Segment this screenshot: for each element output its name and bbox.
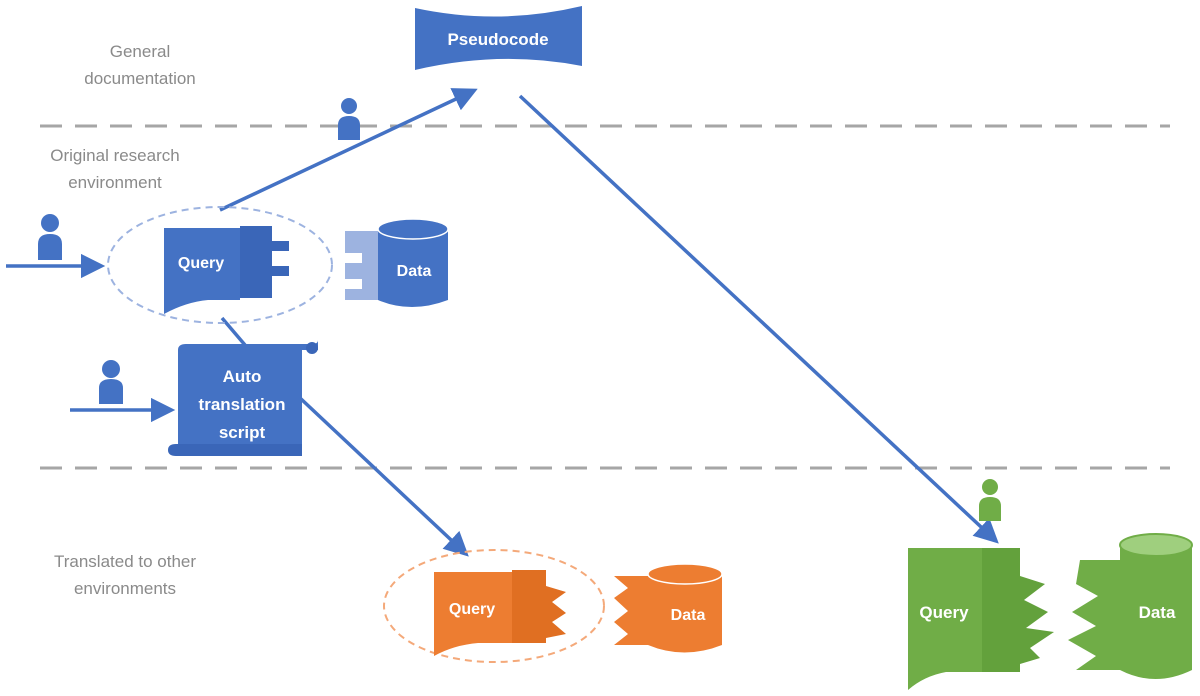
zone-label-general-documentation: General documentation (84, 42, 196, 88)
arrow-query-to-pseudocode (219, 88, 478, 212)
data-green-node: Data (1068, 533, 1193, 679)
auto-translation-label-line-1: Auto (223, 367, 262, 386)
data-orange-node: Data (614, 563, 723, 653)
user-icon-green (979, 479, 1001, 521)
query-green-label: Query (919, 603, 969, 622)
orange-query-highlight-ellipse (383, 549, 605, 663)
auto-translation-label-line-3: script (219, 423, 266, 442)
arrow-pseudocode-to-green-query (518, 94, 999, 544)
user-icon-query (38, 214, 62, 260)
auto-translation-label-line-2: translation (199, 395, 286, 414)
query-original-label: Query (178, 255, 224, 272)
pseudocode-node: Pseudocode (415, 6, 582, 70)
arrow-script-to-orange-query (298, 396, 469, 557)
zone-label-other-environments: Translated to other environments (53, 552, 197, 598)
data-orange-label: Data (671, 607, 706, 624)
auto-translation-script-node: Auto translation script (168, 340, 318, 456)
query-orange-label: Query (449, 601, 495, 618)
data-original-node: Data (345, 218, 449, 307)
data-green-label: Data (1139, 603, 1176, 622)
query-green-node: Query (908, 548, 1054, 690)
user-icon-documentation (338, 98, 360, 140)
query-highlight-ellipse (107, 206, 333, 324)
user-icon-script (99, 360, 123, 404)
connector-query-to-script (220, 316, 247, 347)
data-original-label: Data (397, 263, 432, 280)
zone-label-original-environment: Original research environment (50, 146, 180, 192)
pseudocode-label: Pseudocode (447, 30, 548, 49)
query-orange-node: Query (434, 570, 566, 656)
query-original-node: Query (164, 226, 289, 314)
